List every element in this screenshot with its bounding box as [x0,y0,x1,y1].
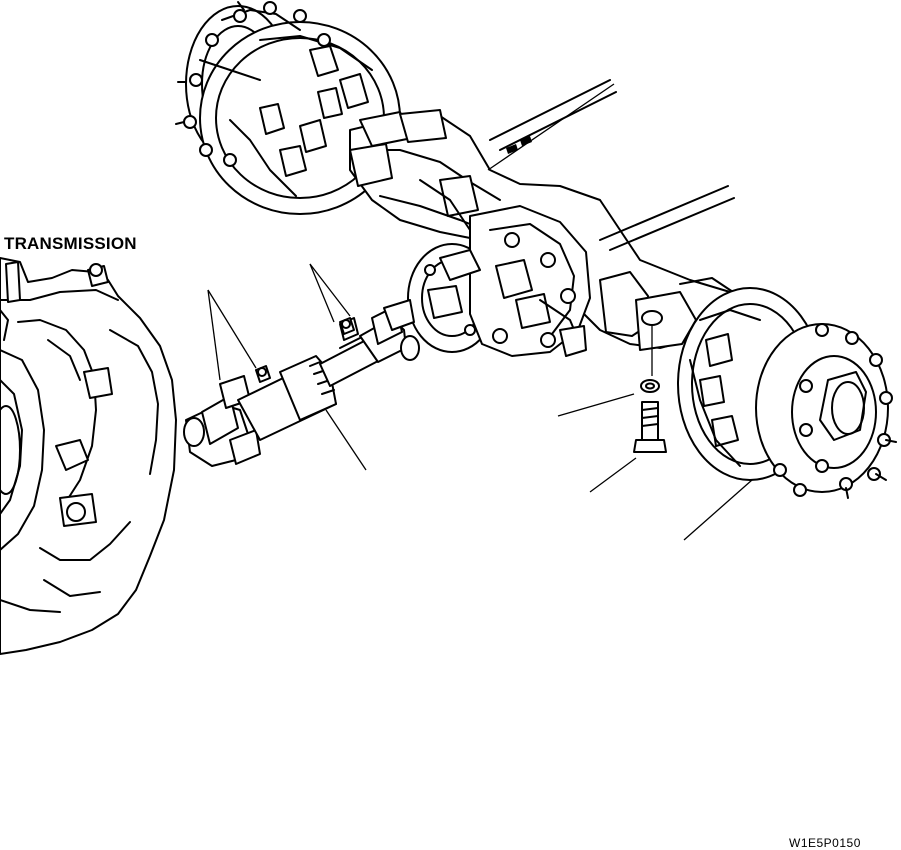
right-wheel-hub [677,287,897,499]
drive-shaft [183,299,420,467]
shaft-bolts [255,317,355,383]
figure-code: W1E5P0150 [789,836,861,850]
transmission-label: TRANSMISSION [4,234,137,253]
transmission-housing [0,257,177,655]
differential [407,205,591,357]
left-wheel-hub [175,1,401,215]
leader-lines [207,83,753,541]
mounting-bolt [633,326,667,453]
